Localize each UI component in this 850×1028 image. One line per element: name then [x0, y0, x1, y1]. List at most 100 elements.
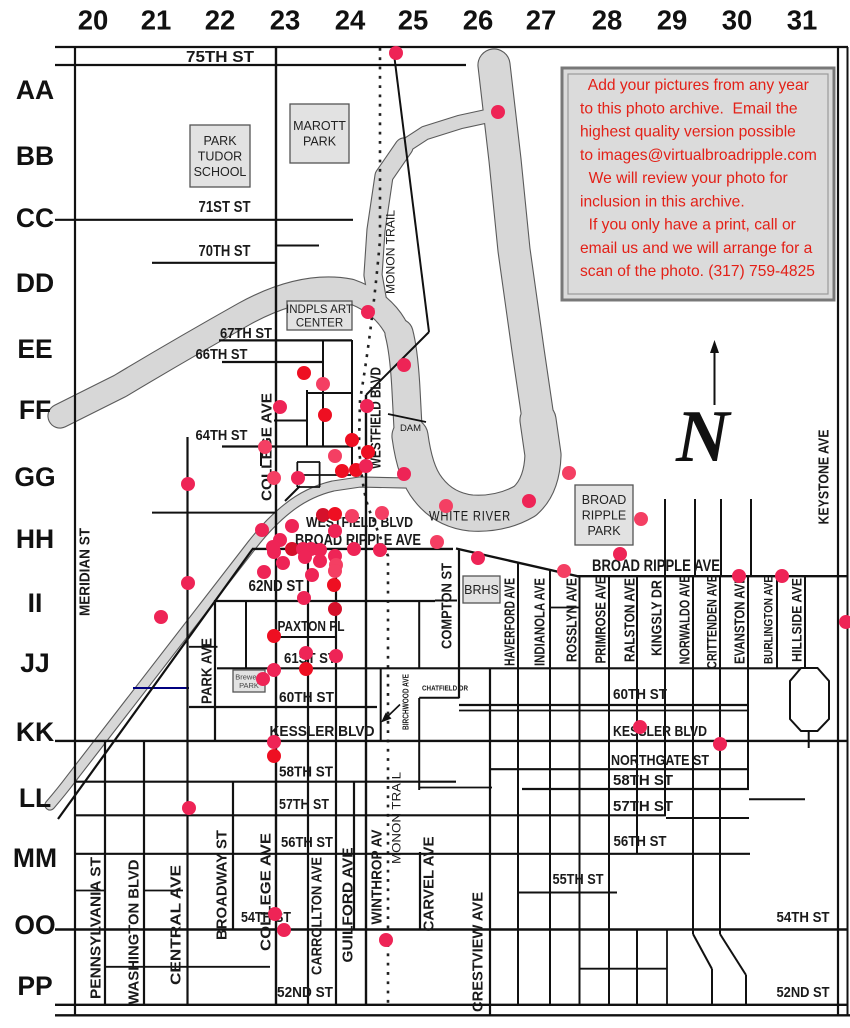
svg-text:31: 31	[787, 5, 818, 36]
svg-text:58TH ST: 58TH ST	[279, 764, 333, 781]
svg-text:INDPLS ART: INDPLS ART	[286, 304, 353, 316]
svg-text:62ND ST: 62ND ST	[249, 578, 304, 595]
svg-text:CC: CC	[16, 203, 54, 233]
svg-text:56TH ST: 56TH ST	[614, 833, 667, 850]
svg-text:67TH ST: 67TH ST	[220, 325, 272, 342]
svg-text:NORWALDO AVE: NORWALDO AVE	[678, 575, 694, 664]
svg-text:KK: KK	[16, 717, 54, 747]
svg-text:70TH ST: 70TH ST	[199, 243, 251, 260]
svg-text:75TH ST: 75TH ST	[186, 49, 254, 66]
svg-text:COLLEGE AVE: COLLEGE AVE	[258, 833, 275, 951]
svg-text:inclusion in this archive.: inclusion in this archive.	[580, 193, 745, 210]
svg-text:BROAD RIPPLE AVE: BROAD RIPPLE AVE	[295, 532, 421, 549]
svg-text:NORTHGATE ST: NORTHGATE ST	[611, 752, 709, 769]
svg-text:BURLINGTON AVE: BURLINGTON AVE	[762, 576, 776, 664]
svg-text:BROAD: BROAD	[582, 493, 626, 507]
svg-text:55TH ST: 55TH ST	[553, 871, 604, 888]
svg-text:PARK: PARK	[203, 134, 237, 148]
svg-text:Add your pictures from any yea: Add your pictures from any year	[580, 77, 809, 94]
svg-text:EVANSTON AVE: EVANSTON AVE	[733, 576, 749, 664]
svg-text:52ND ST: 52ND ST	[277, 984, 333, 1001]
svg-text:BROADWAY ST: BROADWAY ST	[214, 830, 231, 940]
svg-text:MERIDIAN ST: MERIDIAN ST	[77, 528, 94, 616]
svg-text:29: 29	[657, 5, 688, 36]
svg-text:to images@virtualbroadripple.c: to images@virtualbroadripple.com	[580, 147, 817, 164]
svg-text:BIRCHWOOD AVE: BIRCHWOOD AVE	[402, 673, 411, 730]
svg-text:WINTHROP AV: WINTHROP AV	[369, 830, 386, 925]
svg-text:KINGSLY DR: KINGSLY DR	[650, 580, 666, 656]
svg-text:22: 22	[205, 5, 236, 36]
svg-text:DAM: DAM	[400, 423, 421, 434]
svg-text:52ND ST: 52ND ST	[777, 984, 830, 1001]
svg-text:CRESTVIEW AVE: CRESTVIEW AVE	[470, 892, 487, 1012]
svg-text:PARK AVE: PARK AVE	[199, 638, 216, 704]
svg-text:highest quality version possib: highest quality version possible	[580, 124, 796, 141]
svg-text:58TH ST: 58TH ST	[613, 772, 673, 789]
svg-text:PARK: PARK	[303, 135, 337, 149]
svg-text:BROAD RIPPLE AVE: BROAD RIPPLE AVE	[592, 556, 720, 575]
svg-text:64TH ST: 64TH ST	[196, 427, 248, 444]
svg-text:66TH ST: 66TH ST	[196, 346, 248, 363]
svg-text:INDIANOLA AVE: INDIANOLA AVE	[533, 578, 549, 666]
svg-text:SCHOOL: SCHOOL	[194, 165, 247, 179]
svg-text:KEYSTONE AVE: KEYSTONE AVE	[816, 430, 833, 525]
svg-text:23: 23	[270, 5, 301, 36]
svg-text:HAVERFORD AVE: HAVERFORD AVE	[503, 578, 519, 666]
svg-text:PP: PP	[17, 971, 52, 1001]
svg-text:MAROTT: MAROTT	[293, 119, 346, 133]
svg-text:54TH ST: 54TH ST	[777, 909, 830, 926]
svg-text:RIPPLE: RIPPLE	[582, 508, 626, 522]
svg-text:MONON TRAIL: MONON TRAIL	[390, 772, 404, 864]
svg-text:21: 21	[141, 5, 172, 36]
svg-text:PENNSYLVANIA ST: PENNSYLVANIA ST	[88, 857, 105, 999]
svg-text:BRHS: BRHS	[464, 583, 499, 597]
svg-text:email us and we will arrange f: email us and we will arrange for a	[580, 240, 813, 257]
svg-text:LL: LL	[19, 783, 51, 813]
svg-text:HH: HH	[16, 524, 54, 554]
svg-text:WASHINGTON BLVD: WASHINGTON BLVD	[126, 859, 143, 1004]
svg-text:N: N	[675, 396, 732, 478]
svg-text:RALSTON AVE: RALSTON AVE	[623, 578, 639, 662]
svg-text:20: 20	[78, 5, 109, 36]
svg-text:BB: BB	[16, 141, 54, 171]
svg-text:60TH ST: 60TH ST	[279, 689, 334, 706]
svg-text:CARROLLTON AVE: CARROLLTON AVE	[309, 857, 326, 975]
svg-text:27: 27	[526, 5, 557, 36]
svg-text:30: 30	[722, 5, 753, 36]
svg-text:We will review your photo for: We will review your photo for	[580, 170, 788, 187]
svg-text:CRITTENDEN AVE: CRITTENDEN AVE	[704, 575, 720, 669]
svg-text:PARK: PARK	[239, 681, 259, 690]
svg-text:ROSSLYN AVE: ROSSLYN AVE	[565, 578, 581, 662]
svg-text:EE: EE	[17, 334, 52, 364]
svg-text:COMPTON ST: COMPTON ST	[439, 563, 456, 649]
svg-text:56TH ST: 56TH ST	[281, 834, 333, 851]
svg-text:II: II	[28, 588, 43, 618]
svg-text:GUILFORD AVE: GUILFORD AVE	[340, 848, 357, 963]
svg-text:to this photo archive. Email: to this photo archive. Email the	[580, 100, 798, 117]
svg-text:57TH ST: 57TH ST	[613, 798, 673, 815]
svg-text:AA: AA	[16, 75, 54, 105]
svg-text:MONON TRAIL: MONON TRAIL	[384, 210, 398, 294]
svg-text:DD: DD	[16, 268, 54, 298]
svg-text:OO: OO	[14, 910, 55, 940]
svg-text:HILLSIDE AVE: HILLSIDE AVE	[790, 578, 805, 662]
svg-text:WESTFIELD BLVD: WESTFIELD BLVD	[368, 367, 385, 469]
svg-text:25: 25	[398, 5, 429, 36]
svg-text:CHATFIELD DR: CHATFIELD DR	[422, 684, 468, 693]
svg-text:PAXTON PL: PAXTON PL	[278, 618, 345, 635]
svg-text:GG: GG	[14, 462, 55, 492]
svg-text:CENTRAL AVE: CENTRAL AVE	[168, 865, 185, 985]
svg-text:71ST ST: 71ST ST	[199, 199, 251, 216]
svg-text:MM: MM	[13, 843, 57, 873]
svg-text:scan of the photo. (317) 759-4: scan of the photo. (317) 759-4825	[580, 263, 815, 280]
svg-text:57TH ST: 57TH ST	[279, 796, 329, 813]
svg-text:26: 26	[463, 5, 494, 36]
svg-text:JJ: JJ	[20, 648, 49, 678]
svg-text:KESSLER BLVD: KESSLER BLVD	[270, 723, 375, 740]
svg-text:CARVEL AVE: CARVEL AVE	[421, 837, 438, 932]
svg-text:PRIMROSE AVE: PRIMROSE AVE	[594, 576, 610, 663]
svg-text:If you only have a print, call: If you only have a print, call or	[580, 217, 796, 234]
svg-text:KESSLER BLVD: KESSLER BLVD	[613, 723, 707, 740]
svg-text:Brewery: Brewery	[235, 672, 263, 681]
svg-text:CENTER: CENTER	[296, 317, 343, 329]
